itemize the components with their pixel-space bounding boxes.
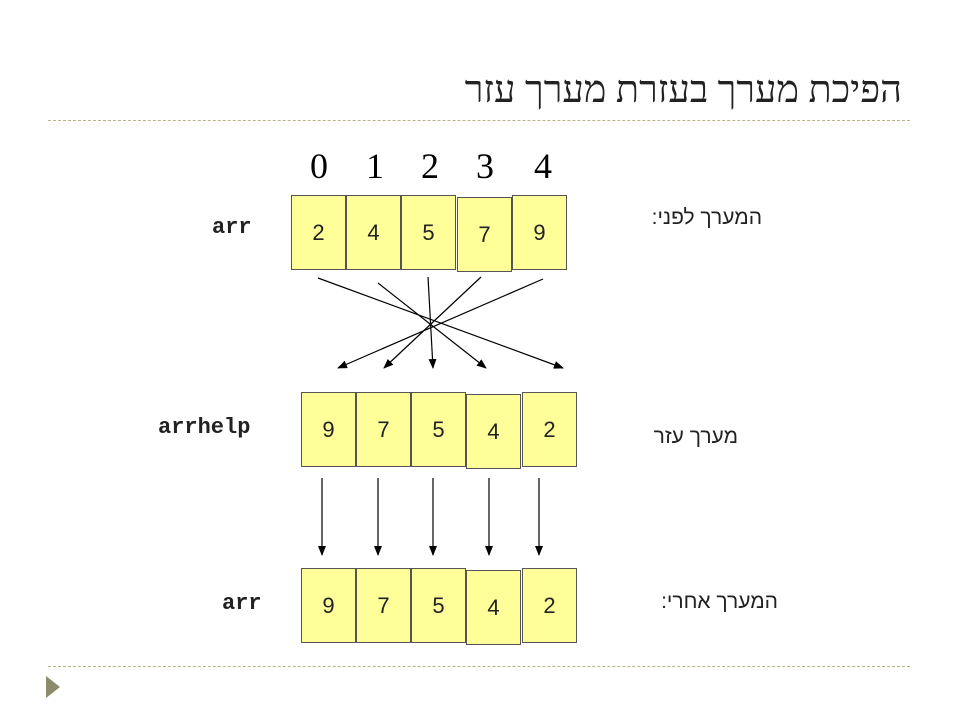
- helper-cell-1: 7: [356, 392, 411, 467]
- after-cell-3: 4: [466, 570, 521, 645]
- reverse-arrow-3: [383, 276, 482, 369]
- after-label: המערך אחרי:: [661, 590, 778, 613]
- index-3: 3: [476, 146, 494, 186]
- before-cell-4: 9: [512, 195, 567, 270]
- reverse-arrow-4: [337, 278, 544, 369]
- index-4: 4: [534, 146, 552, 186]
- triangle-bullet-icon: [46, 676, 60, 698]
- reverse-arrow-2: [427, 276, 437, 369]
- helper-cell-4: 2: [522, 392, 577, 467]
- before-cell-3: 7: [457, 197, 512, 272]
- helper-label: מערך עזר: [653, 425, 738, 448]
- index-0: 0: [310, 146, 328, 186]
- index-2: 2: [421, 146, 439, 186]
- helper-cell-0: 9: [301, 392, 356, 467]
- after-cell-4: 2: [522, 568, 577, 643]
- arr-label-top: arr: [212, 215, 252, 240]
- index-1: 1: [366, 146, 384, 186]
- after-cell-0: 9: [301, 568, 356, 643]
- before-cell-1: 4: [346, 195, 401, 270]
- after-cell-1: 7: [356, 568, 411, 643]
- reverse-arrow-1: [377, 282, 487, 369]
- before-label: המערך לפני:: [651, 206, 762, 229]
- before-cell-0: 2: [291, 195, 346, 270]
- helper-cell-3: 4: [466, 394, 521, 469]
- top-divider: [48, 120, 910, 121]
- after-cell-2: 5: [411, 568, 466, 643]
- arr-label-bottom: arr: [222, 591, 262, 616]
- before-cell-2: 5: [401, 195, 456, 270]
- helper-cell-2: 5: [411, 392, 466, 467]
- arrhelp-label: arrhelp: [158, 415, 251, 440]
- slide-title: הפיכת מערך בעזרת מערך עזר: [464, 69, 902, 111]
- bottom-divider: [48, 666, 910, 667]
